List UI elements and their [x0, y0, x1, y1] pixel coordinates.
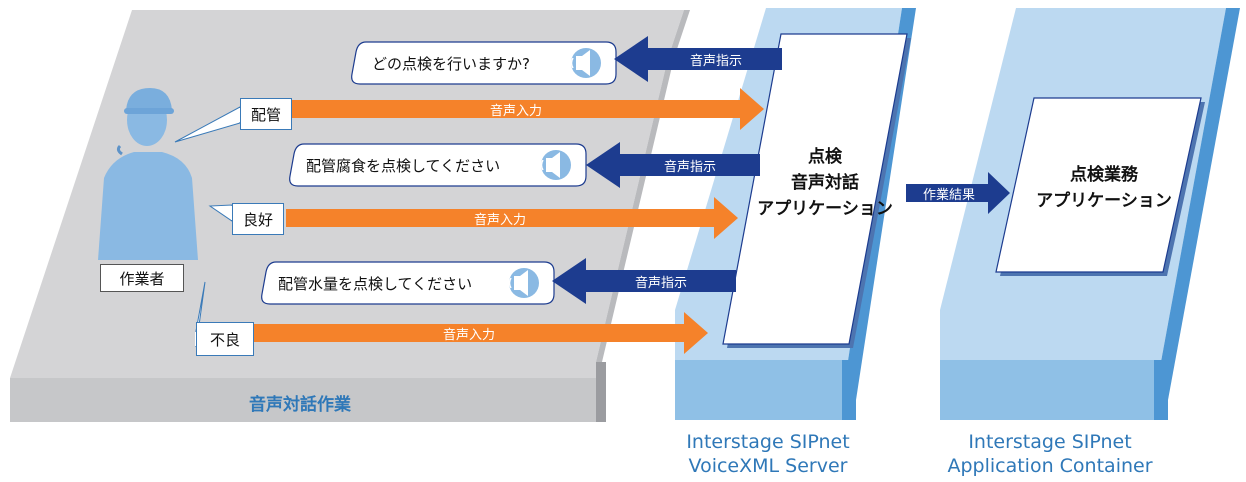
voice-instruction-label-2: 音声指示: [663, 159, 716, 175]
voice-input-arrow-1: [292, 88, 764, 130]
prompt-bubbles: [261, 41, 617, 305]
voice-instruction-arrow-3: [552, 258, 736, 304]
voice-input-arrow-3: [254, 312, 708, 354]
voice-input-label-2: 音声入力: [473, 212, 526, 228]
prompt-bubble-2: [289, 143, 587, 187]
prompt-text-1: どの点検を行いますか?: [372, 54, 530, 73]
voice-instruction-arrow-2: [586, 142, 760, 188]
prompt-bubble-1: [351, 41, 617, 85]
voice-input-label-1: 音声入力: [489, 103, 542, 119]
speaker-icon-1: [570, 48, 601, 78]
answer-label-good: 良好: [232, 203, 284, 235]
voice-input-arrow-2: [286, 197, 738, 239]
speaker-icon-3: [508, 268, 539, 298]
application-container-caption: Interstage SIPnet Application Container: [947, 431, 1153, 477]
answer-label-bad: 不良: [196, 322, 254, 356]
prompt-text-2: 配管腐食を点検してください: [306, 156, 501, 175]
work-result-arrow: [906, 172, 1010, 214]
voice-app-box: [722, 33, 911, 348]
voice-input-arrows: [254, 88, 764, 354]
business-app-box: [995, 97, 1205, 276]
worker-icon: [98, 88, 198, 260]
voicexml-server-caption: Interstage SIPnet VoiceXML Server: [686, 431, 850, 477]
work-result-label: 作業結果: [922, 187, 975, 203]
prompt-text-3: 配管水量を点検してください: [278, 274, 473, 293]
work-area-label: 音声対話作業: [249, 394, 351, 415]
answer-label-pipe: 配管: [240, 98, 292, 130]
business-app-title: 点検業務 アプリケーション: [1036, 165, 1172, 211]
voice-instruction-arrows: [552, 36, 782, 304]
speaker-icon-2: [540, 150, 571, 180]
voice-instruction-label-3: 音声指示: [634, 275, 687, 291]
voice-instruction-label-1: 音声指示: [689, 53, 742, 69]
voice-app-title: 点検 音声対話 アプリケーション: [757, 147, 893, 219]
voice-instruction-arrow-1: [614, 36, 782, 82]
worker-label: 作業者: [100, 264, 184, 292]
voice-input-label-3: 音声入力: [442, 327, 495, 343]
prompt-bubble-3: [261, 261, 555, 305]
